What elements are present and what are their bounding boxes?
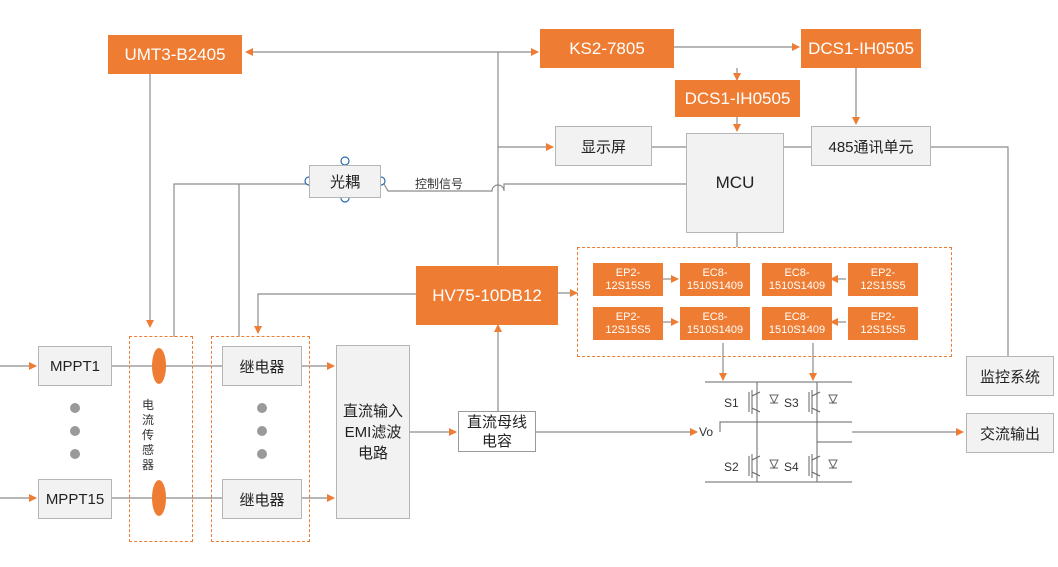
ep2-converter-4: EP2- 12S15S5 [848,307,918,340]
control-signal-label: 控制信号 [415,177,464,191]
mppt1-block: MPPT1 [38,346,112,386]
switch-s1 [748,390,779,414]
current-sensor-label: 电流传感器 [141,398,154,472]
ks2-7805-module: KS2-7805 [540,29,674,68]
emi-filter-block: 直流输入 EMI滤波 电路 [336,345,410,519]
ep2-converter-3: EP2- 12S15S5 [593,307,663,340]
relay-group-frame [211,336,310,542]
rs485-unit: 485通讯单元 [811,126,931,166]
switch-s3 [808,390,838,414]
line-485-monitor [931,146,1009,356]
ep2-converter-1: EP2- 12S15S5 [593,263,663,296]
ec8-converter-4: EC8- 1510S1409 [762,307,832,340]
relay-1-block: 继电器 [222,346,302,386]
mppt15-block: MPPT15 [38,479,112,519]
switch-s4-label: S4 [784,460,799,474]
ec8-converter-2: EC8- 1510S1409 [762,263,832,296]
ep2-converter-2: EP2- 12S15S5 [848,263,918,296]
dc-bus-line1: 直流母线 [466,413,527,431]
dcs1-ih0505-mid-module: DCS1-IH0505 [675,80,800,117]
vo-label: Vo [699,425,714,439]
ec8-converter-3: EC8- 1510S1409 [680,307,750,340]
dc-bus-capacitor-block: 直流母线 电容 [458,411,536,452]
ac-output-block: 交流输出 [966,413,1054,453]
emi-filter-line1: 直流输入 [342,402,403,420]
relay-2-block: 继电器 [222,479,302,519]
line-opto-sensor [173,183,309,337]
switch-s2 [748,454,779,478]
current-sensor-bottom [152,480,166,516]
hv75-10db12-module: HV75-10DB12 [416,266,558,325]
emi-filter-line2: EMI滤波 [344,423,402,441]
mcu-block: MCU [686,133,784,233]
h-bridge [705,381,852,483]
optocoupler-block: 光耦 [309,165,381,198]
switch-s1-label: S1 [724,396,739,410]
switch-s3-label: S3 [784,396,799,410]
umt3-b2405-module: UMT3-B2405 [108,35,242,74]
monitor-system-block: 监控系统 [966,356,1054,396]
switch-s4 [808,454,838,478]
current-sensor-frame [129,336,193,542]
display-screen: 显示屏 [555,126,652,166]
emi-filter-line3: 电路 [357,444,388,462]
line-hv75-relay [254,293,419,334]
current-sensor-top [152,348,166,384]
ellipsis-dots [70,403,267,459]
dcs1-ih0505-top-module: DCS1-IH0505 [801,29,921,68]
ec8-converter-1: EC8- 1510S1409 [680,263,750,296]
switch-s2-label: S2 [724,460,739,474]
connection-lines [0,43,1009,502]
dc-bus-line2: 电容 [481,432,512,450]
converter-group-frame [577,247,952,357]
line-opto-mcu [383,183,686,192]
